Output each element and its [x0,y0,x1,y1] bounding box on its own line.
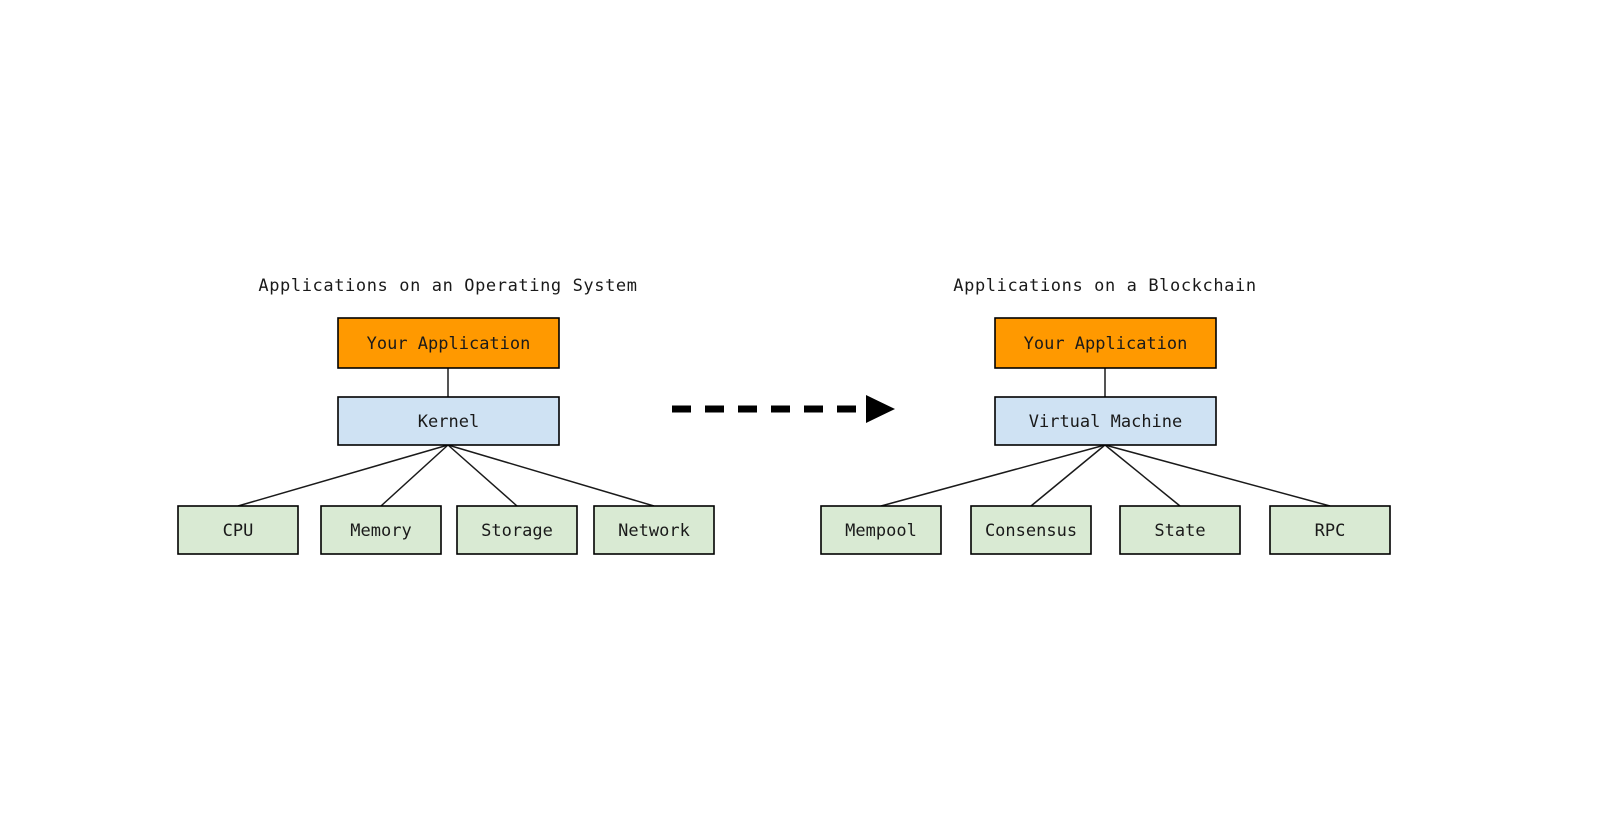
node-resource-cpu[interactable]: CPU [177,505,299,555]
node-resource-state[interactable]: State [1119,505,1241,555]
node-resource-consensus-label: Consensus [985,521,1077,541]
node-resource-state-label: State [1154,521,1205,541]
transition-arrow [672,395,895,423]
node-resource-mempool-rect [820,505,942,555]
node-resource-mempool-label: Mempool [845,521,917,541]
node-resource-consensus-rect [970,505,1092,555]
node-resource-network-label: Network [618,521,690,541]
edge-vm-to-mempool [880,444,1106,507]
node-your-application-blockchain-label: Your Application [1024,334,1188,354]
node-resource-rpc-label: RPC [1315,521,1346,541]
panel-blockchain: Applications on a Blockchain Your Applic… [820,276,1391,555]
edge-kernel-to-memory [380,444,449,507]
edge-kernel-to-network [447,444,655,507]
node-resource-consensus[interactable]: Consensus [970,505,1092,555]
node-resource-network[interactable]: Network [593,505,715,555]
node-your-application-os-rect [337,317,560,369]
node-resource-rpc[interactable]: RPC [1269,505,1391,555]
node-resource-memory-label: Memory [350,521,411,541]
edge-vm-to-consensus [1030,444,1106,507]
node-resource-memory-rect [320,505,442,555]
edge-vm-to-rpc [1104,444,1331,507]
transition-arrow-head [866,395,895,423]
panel-title-blockchain: Applications on a Blockchain [953,276,1256,296]
node-your-application-os[interactable]: Your Application [337,317,560,369]
node-resource-cpu-rect [177,505,299,555]
edge-group-vm-to-resources [880,444,1331,507]
edge-group-kernel-to-resources [237,444,655,507]
panel-operating-system: Applications on an Operating System Your… [177,276,715,555]
edge-kernel-to-storage [447,444,518,507]
node-your-application-blockchain-rect [994,317,1217,369]
node-virtual-machine-rect [994,396,1217,446]
node-resource-mempool[interactable]: Mempool [820,505,942,555]
node-resource-storage-rect [456,505,578,555]
node-virtual-machine-label: Virtual Machine [1029,412,1183,432]
edge-vm-to-state [1104,444,1181,507]
node-resource-storage-label: Storage [481,521,553,541]
panel-title-operating-system: Applications on an Operating System [258,276,637,296]
node-resource-network-rect [593,505,715,555]
node-kernel-rect [337,396,560,446]
node-resource-state-rect [1119,505,1241,555]
node-your-application-blockchain[interactable]: Your Application [994,317,1217,369]
node-kernel[interactable]: Kernel [337,396,560,446]
node-resource-rpc-rect [1269,505,1391,555]
node-resource-cpu-label: CPU [223,521,254,541]
node-virtual-machine[interactable]: Virtual Machine [994,396,1217,446]
edge-kernel-to-cpu [237,444,449,507]
node-resource-memory[interactable]: Memory [320,505,442,555]
node-kernel-label: Kernel [418,412,479,432]
node-your-application-os-label: Your Application [367,334,531,354]
node-resource-storage[interactable]: Storage [456,505,578,555]
